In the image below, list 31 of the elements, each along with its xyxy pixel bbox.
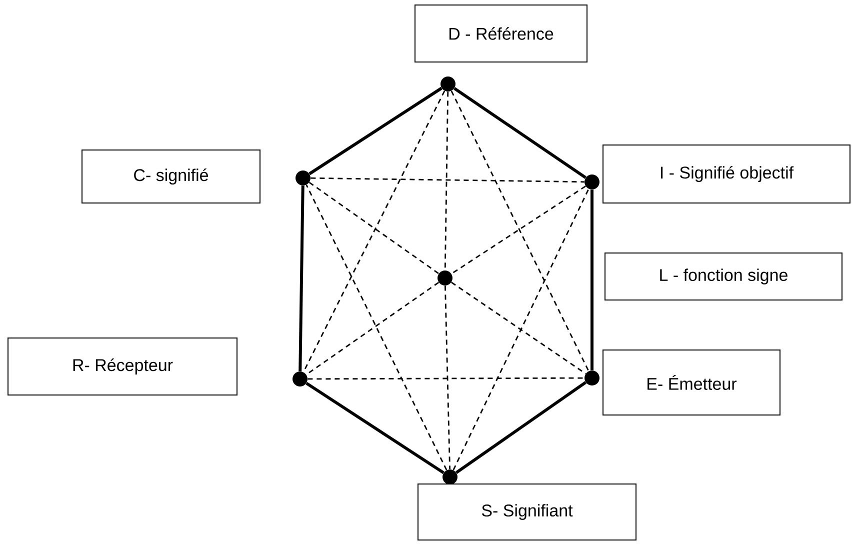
dashed-line [308, 182, 440, 274]
label-box: E- Émetteur [602, 350, 780, 416]
hexagon-edge [306, 382, 444, 474]
hexagon-edge [308, 86, 442, 176]
label-box: S- Signifiant [418, 484, 636, 540]
dashed-line [452, 188, 590, 470]
dashed-line [450, 90, 590, 372]
label-box: L - fonction signe [604, 252, 842, 300]
dashed-line [308, 377, 584, 380]
vertex-dot [292, 372, 308, 386]
vertex-dot [442, 470, 458, 484]
vertex-dot [438, 270, 452, 286]
dashed-line [306, 282, 440, 376]
vertex-dot [440, 76, 456, 92]
dashed-line [444, 286, 450, 470]
label-box: R- Récepteur [8, 338, 238, 396]
label-box: I - Signifié objectif [602, 144, 850, 204]
dashed-line [306, 184, 448, 470]
hexagon-edge [590, 190, 594, 370]
vertex-dot [296, 170, 310, 186]
dashed-line [450, 282, 586, 374]
hexagon-edge [455, 381, 587, 474]
label-box: D - Référence [414, 4, 588, 62]
dashed-line [310, 177, 584, 183]
label-box: C- signifié [82, 150, 260, 204]
vertex-dot [584, 174, 600, 190]
vertex-dot [584, 370, 600, 386]
hexagon-edge [298, 186, 304, 372]
dashed-line [451, 186, 586, 274]
dashed-line [444, 92, 449, 270]
hexagon-edge [454, 87, 586, 179]
